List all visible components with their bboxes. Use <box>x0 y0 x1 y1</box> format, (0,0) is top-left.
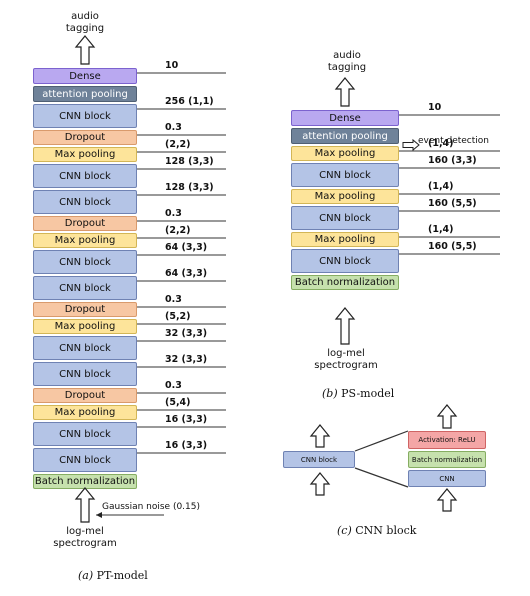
pt-layer-att: attention pooling <box>33 86 137 102</box>
inner-batch-normalization-box: Batch normalization <box>408 451 486 468</box>
pt-layer-pool: Max pooling <box>33 319 137 334</box>
pt-layer-drop: Dropout <box>33 216 137 231</box>
pt-layer-drop: Dropout <box>33 302 137 317</box>
ps-input-arrow <box>334 307 356 345</box>
pt-layer-drop: Dropout <box>33 388 137 403</box>
pt-layer-annotation: 32 (3,3) <box>165 328 208 339</box>
activation-relu-box: Activation: ReLU <box>408 431 486 449</box>
pt-layer-pool: Max pooling <box>33 405 137 420</box>
pt-input-arrow <box>74 487 96 523</box>
inner-cnn-box: CNN <box>408 470 486 487</box>
pt-caption: (a) PT-model <box>78 569 148 582</box>
pt-layer-annotation: 128 (3,3) <box>165 182 214 193</box>
expand-line-bottom <box>354 467 409 488</box>
pt-layer-cnn: CNN block <box>33 276 137 300</box>
ps-layer-cnn: CNN block <box>291 249 399 273</box>
pt-layer-annotation: 10 <box>165 60 179 71</box>
ps-layer-annotation: 10 <box>428 102 442 113</box>
ps-layer-dense: Dense <box>291 110 399 126</box>
ps-output-arrow <box>334 77 356 107</box>
pt-layer-annotation: 64 (3,3) <box>165 242 208 253</box>
expand-line-top <box>354 430 409 452</box>
cnn-caption-tag: (c) <box>337 524 352 537</box>
pt-caption-tag: (a) <box>78 569 94 582</box>
pt-layer-annotation: (5,2) <box>165 311 191 322</box>
ps-layer-cnn: CNN block <box>291 163 399 187</box>
pt-layer-annotation: (5,4) <box>165 397 191 408</box>
pt-layer-cnn: CNN block <box>33 362 137 386</box>
ps-layer-annotation: (1,4) <box>428 224 454 235</box>
pt-layer-cnn: CNN block <box>33 422 137 446</box>
pt-layer-annotation: 128 (3,3) <box>165 156 214 167</box>
pt-layer-cnn: CNN block <box>33 104 137 128</box>
ps-event-label: event detection <box>418 136 489 146</box>
pt-layer-pool: Max pooling <box>33 233 137 248</box>
pt-layer-annotation: 32 (3,3) <box>165 354 208 365</box>
pt-layer-cnn: CNN block <box>33 336 137 360</box>
cnn-block-out-arrow <box>309 424 331 448</box>
cnn-block-box: CNN block <box>283 451 355 468</box>
ps-layer-pool: Max pooling <box>291 232 399 247</box>
ps-layer-pool: Max pooling <box>291 146 399 161</box>
cnn-block-in-arrow <box>309 472 331 496</box>
inner-in-arrow <box>436 488 458 512</box>
ps-caption-text: PS-model <box>341 387 395 400</box>
pt-layer-annotation: 256 (1,1) <box>165 96 214 107</box>
pt-caption-text: PT-model <box>96 569 148 582</box>
pt-noise-arrowhead <box>96 512 102 518</box>
ps-layer-annotation: 160 (3,3) <box>428 155 477 166</box>
pt-layer-annotation: 0.3 <box>165 208 182 219</box>
pt-layer-annotation: 16 (3,3) <box>165 414 208 425</box>
pt-layer-annotation: 0.3 <box>165 294 182 305</box>
ps-layer-annotation: (1,4) <box>428 181 454 192</box>
pt-layer-cnn: CNN block <box>33 250 137 274</box>
ps-layer-pool: Max pooling <box>291 189 399 204</box>
pt-layer-pool: Max pooling <box>33 147 137 162</box>
pt-layer-annotation: (2,2) <box>165 139 191 150</box>
pt-layer-cnn: CNN block <box>33 164 137 188</box>
pt-layer-annotation: 16 (3,3) <box>165 440 208 451</box>
cnn-caption: (c) CNN block <box>337 524 416 537</box>
pt-layer-annotation: 0.3 <box>165 122 182 133</box>
pt-noise-label: Gaussian noise (0.15) <box>102 502 201 512</box>
ps-layer-att: attention pooling <box>291 128 399 144</box>
ps-caption-tag: (b) <box>322 387 338 400</box>
ps-event-arrow <box>402 138 420 152</box>
pt-layer-cnn: CNN block <box>33 190 137 214</box>
ps-layer-annotation: (1,4) <box>428 138 454 149</box>
pt-layer-annotation: 0.3 <box>165 380 182 391</box>
pt-output-arrow <box>74 35 96 65</box>
pt-layer-cnn: CNN block <box>33 448 137 472</box>
pt-layer-annotation: 64 (3,3) <box>165 268 208 279</box>
pt-layer-dense: Dense <box>33 68 137 84</box>
ps-layer-bn: Batch normalization <box>291 275 399 290</box>
ps-caption: (b) PS-model <box>322 387 394 400</box>
pt-layer-drop: Dropout <box>33 130 137 145</box>
inner-out-arrow <box>436 404 458 429</box>
ps-layer-cnn: CNN block <box>291 206 399 230</box>
ps-layer-annotation: 160 (5,5) <box>428 198 477 209</box>
ps-layer-annotation: 160 (5,5) <box>428 241 477 252</box>
pt-layer-annotation: (2,2) <box>165 225 191 236</box>
cnn-caption-text: CNN block <box>355 524 417 537</box>
